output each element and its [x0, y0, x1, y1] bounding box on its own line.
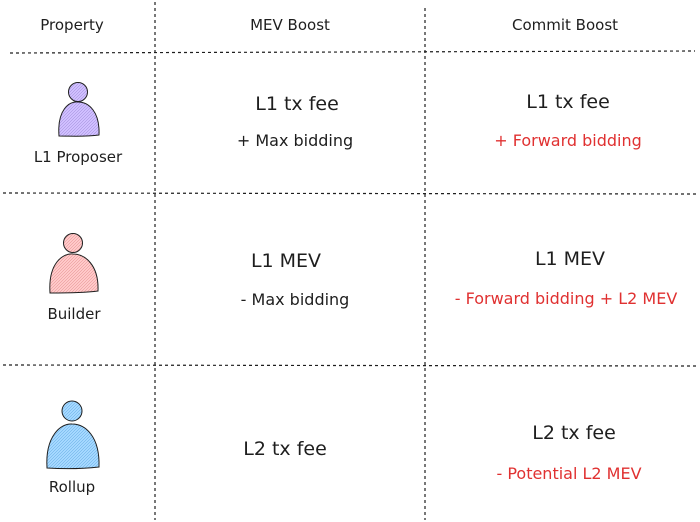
commit-rollup-sub: - Potential L2 MEV — [496, 464, 642, 483]
mev-builder-main: L1 MEV — [250, 250, 322, 272]
commit-l1-proposer-main: L1 tx fee — [526, 91, 610, 113]
person-blue-icon — [46, 400, 100, 470]
commit-builder-main: L1 MEV — [534, 248, 606, 270]
commit-builder-sub: - Forward bidding + L2 MEV — [454, 289, 678, 308]
commit-rollup-main: L2 tx fee — [532, 422, 616, 444]
header-property: Property — [40, 16, 104, 34]
commit-l1-proposer-sub: + Forward bidding — [494, 131, 642, 150]
role-label-rollup: Rollup — [48, 478, 96, 496]
role-label-l1-proposer: L1 Proposer — [33, 148, 123, 166]
grid-line-horizontal-2 — [2, 192, 698, 195]
person-red-icon — [49, 233, 99, 294]
mev-rollup-main: L2 tx fee — [243, 438, 327, 460]
grid-line-horizontal-1 — [9, 50, 696, 54]
role-label-builder: Builder — [47, 305, 101, 323]
header-commit-boost: Commit Boost — [511, 16, 619, 34]
mev-builder-sub: - Max bidding — [240, 290, 350, 309]
mev-l1-proposer-main: L1 tx fee — [255, 93, 339, 115]
person-purple-icon — [58, 82, 100, 137]
header-mev-boost: MEV Boost — [250, 16, 330, 34]
mev-l1-proposer-sub: + Max bidding — [236, 131, 354, 150]
grid-line-horizontal-3 — [2, 364, 698, 367]
